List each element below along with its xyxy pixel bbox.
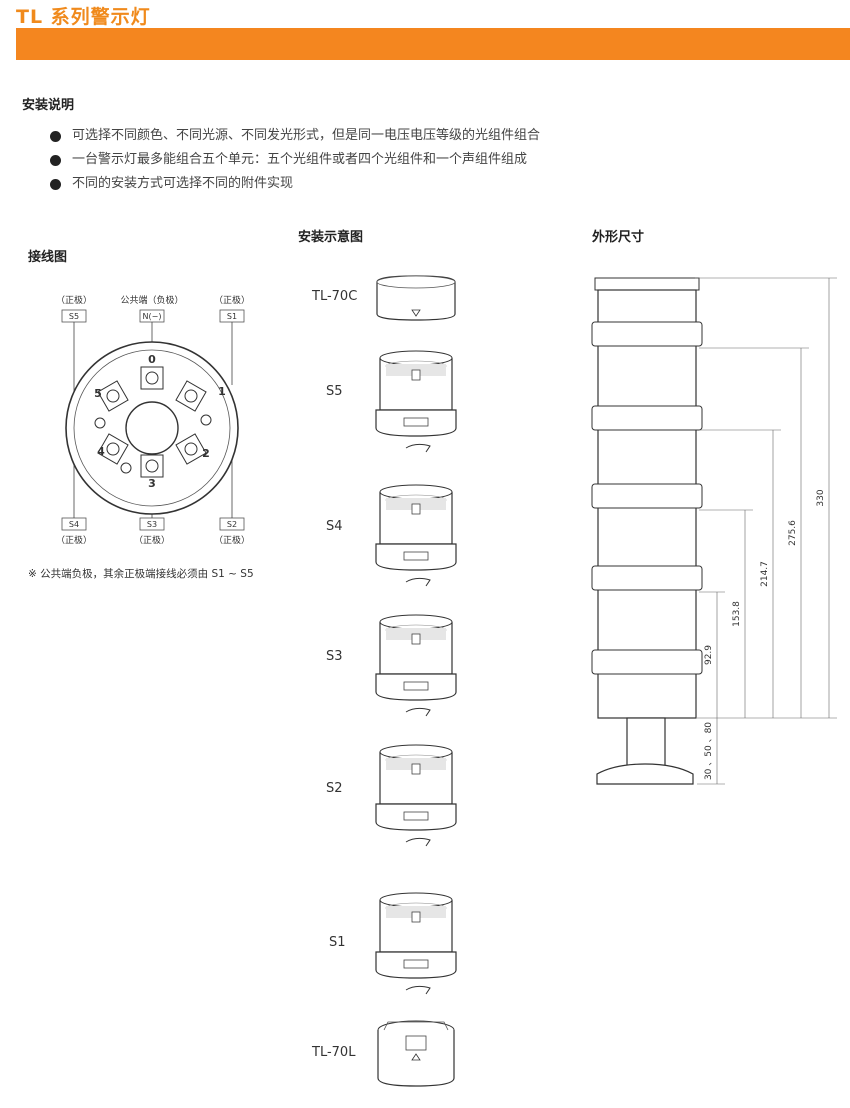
- terminal-number: 4: [97, 445, 105, 458]
- light-module: [375, 744, 457, 847]
- dim-base-height: 30 、50 、80: [704, 722, 714, 780]
- terminal-number: 2: [202, 447, 210, 460]
- terminal-number: 3: [148, 477, 156, 490]
- terminal-box-s1: S1: [227, 312, 237, 321]
- light-modules: [375, 350, 457, 995]
- part-label-s3: S3: [326, 649, 343, 664]
- install-heading: 安装说明: [22, 98, 75, 113]
- wiring-top-label: 公共端（负极）: [120, 294, 183, 306]
- dim-330: 330: [816, 489, 826, 506]
- page-title: TL 系列警示灯: [16, 6, 151, 28]
- dim-92-9: 92.9: [704, 645, 714, 665]
- light-module: [375, 614, 457, 717]
- part-label-s1: S1: [329, 935, 346, 950]
- wiring-note: ※ 公共端负极，其余正极端接线必须由 S1 ~ S5: [28, 568, 254, 580]
- dim-275-6: 275.6: [788, 520, 798, 546]
- bullet-item: 不同的安装方式可选择不同的附件实现: [50, 174, 540, 198]
- dimensions-heading: 外形尺寸: [592, 230, 645, 245]
- terminal-box-s5: S5: [69, 312, 79, 321]
- terminal-box-s2: S2: [227, 520, 237, 529]
- dimension-diagram: 330 275.6 214.7 153.8 92.9 30 、50 、80: [591, 277, 837, 785]
- part-label-tl70l: TL-70L: [312, 1045, 356, 1060]
- tower-body: [591, 277, 703, 785]
- bullet-item: 一台警示灯最多能组合五个单元：五个光组件或者四个光组件和一个声组件组成: [50, 150, 540, 174]
- dim-153-8: 153.8: [732, 601, 742, 627]
- light-module: [375, 484, 457, 587]
- wiring-bottom-label: （正极）: [56, 534, 92, 546]
- terminal-box-s4: S4: [69, 520, 79, 529]
- terminal-block-body: [65, 341, 239, 515]
- bullet-item: 可选择不同颜色、不同光源、不同发光形式，但是同一电压电压等级的光组件组合: [50, 126, 540, 150]
- assembly-diagram: [375, 275, 457, 1087]
- assembly-heading: 安装示意图: [298, 230, 364, 245]
- terminal-box-s3: S3: [147, 520, 157, 529]
- wiring-bottom-label: （正极）: [214, 534, 250, 546]
- terminal-box-n: N(−): [143, 312, 162, 321]
- wiring-bottom-label: （正极）: [134, 534, 170, 546]
- wiring-diagram: （正极） 公共端（负极） （正极） S5 N(−) S1 S4 S3 S2 （正…: [56, 294, 250, 546]
- part-label-s4: S4: [326, 519, 343, 534]
- part-label-tl70c: TL-70C: [312, 289, 358, 304]
- terminal-number: 1: [218, 385, 226, 398]
- install-bullets: 可选择不同颜色、不同光源、不同发光形式，但是同一电压电压等级的光组件组合 一台警…: [50, 126, 540, 198]
- light-module: [375, 350, 457, 453]
- wiring-top-label: （正极）: [214, 294, 250, 306]
- part-label-s5: S5: [326, 384, 343, 399]
- wiring-top-label: （正极）: [56, 294, 92, 306]
- base-part: [377, 1020, 455, 1087]
- header-bar: [16, 28, 850, 60]
- cap-part: [376, 275, 456, 321]
- light-module: [375, 892, 457, 995]
- terminal-number: 5: [94, 387, 102, 400]
- wiring-heading: 接线图: [28, 250, 68, 265]
- dim-214-7: 214.7: [760, 561, 770, 587]
- terminal-number: 0: [148, 353, 156, 366]
- part-label-s2: S2: [326, 781, 343, 796]
